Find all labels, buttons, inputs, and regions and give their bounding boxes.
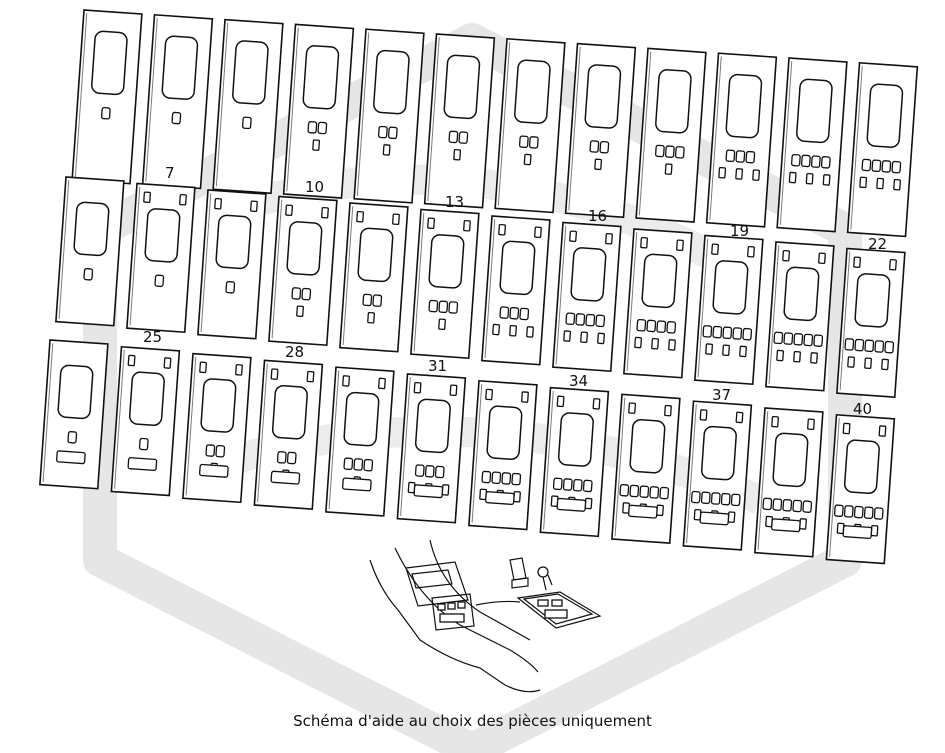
console-panel: [682, 400, 753, 551]
console-panel: [339, 202, 409, 353]
console-panel: [836, 247, 906, 399]
panel-number-label: 28: [285, 343, 304, 361]
console-panel: [694, 234, 764, 386]
console-panel: [552, 221, 622, 373]
console-panel: [126, 182, 196, 334]
console-panel: [623, 228, 693, 379]
console-panel: [282, 23, 355, 199]
console-panel: [39, 339, 109, 490]
panel-number-label: 40: [853, 400, 872, 418]
console-panel: [253, 359, 324, 510]
console-panel: [494, 37, 566, 214]
console-panel: [635, 47, 707, 223]
console-panel: [846, 61, 919, 238]
panel-number-label: 37: [712, 386, 731, 404]
panel-number-label: 31: [428, 357, 447, 375]
console-panel: [197, 189, 267, 340]
console-panel: [754, 407, 824, 558]
console-installation-inset: [369, 539, 602, 693]
console-panel: [182, 352, 252, 504]
console-panel: [325, 366, 395, 517]
panel-number-label: 7: [165, 164, 175, 182]
diagram-caption: Schéma d'aide au choix des pièces unique…: [293, 712, 652, 730]
panel-number-label: 10: [305, 178, 324, 196]
console-panel: [55, 176, 125, 327]
console-panel: [481, 215, 551, 366]
console-panel: [705, 52, 778, 228]
panel-number-label: 25: [143, 328, 162, 346]
console-panel: [776, 57, 848, 233]
panel-number-label: 34: [569, 372, 588, 390]
panel-number-label: 13: [445, 193, 464, 211]
console-panel: [423, 33, 496, 209]
console-panel: [539, 386, 610, 538]
console-panel: [212, 18, 284, 195]
panel-number-label: 19: [730, 222, 749, 240]
console-panel: [765, 241, 835, 392]
panel-number-label: 22: [868, 235, 887, 253]
console-panel: [71, 9, 143, 185]
console-panel: [468, 379, 538, 531]
console-panel: [141, 13, 214, 190]
panel-number-label: 16: [588, 207, 607, 225]
console-panel: [611, 393, 681, 544]
console-panel: [353, 28, 425, 204]
console-panel: [110, 345, 181, 497]
console-panel: [268, 195, 338, 347]
console-panel: [396, 373, 467, 524]
console-panel: [825, 413, 896, 565]
console-panel: [410, 208, 480, 360]
console-panel: [564, 42, 637, 219]
